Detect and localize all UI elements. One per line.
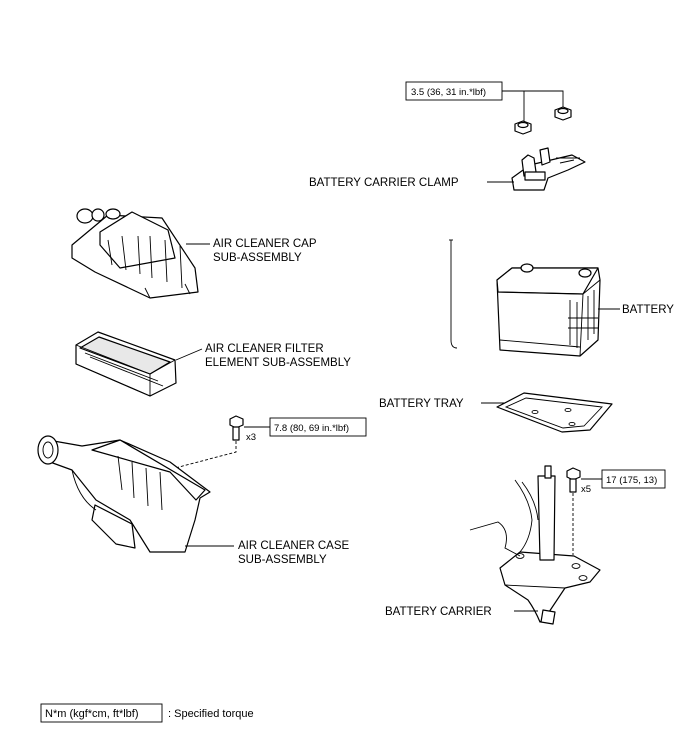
- air-cleaner-cap-label-line1: AIR CLEANER CAP: [213, 238, 317, 250]
- legend-unit-text: N*m (kgf*cm, ft*lbf): [45, 708, 139, 720]
- air-cleaner-case-part: [37, 435, 211, 553]
- carrier-bolt-quantity: x5: [581, 484, 591, 495]
- battery-part: [496, 263, 601, 357]
- torque-legend: N*m (kgf*cm, ft*lbf) : Specified torque: [40, 703, 254, 723]
- clamp-nut-icon: [554, 106, 572, 121]
- case-bolt-torque-callout: 7.8 (80, 69 in.*lbf): [244, 417, 367, 437]
- battery-label: BATTERY: [622, 304, 674, 316]
- battery-tray-label: BATTERY TRAY: [379, 398, 464, 410]
- clamp-nut-torque-text: 3.5 (36, 31 in.*lbf): [411, 87, 486, 98]
- clamp-nut-torque-callout: 3.5 (36, 31 in.*lbf): [405, 81, 564, 122]
- carrier-bolt-torque-text: 17 (175, 13): [606, 475, 657, 486]
- battery-carrier-part: [469, 465, 601, 625]
- air-cleaner-cap-part: [71, 208, 199, 299]
- air-cleaner-filter-part: [75, 331, 177, 397]
- air-cleaner-case-label-line2: SUB-ASSEMBLY: [238, 554, 327, 566]
- air-cleaner-case-label-line1: AIR CLEANER CASE: [238, 540, 350, 552]
- filter-label-line1: AIR CLEANER FILTER: [205, 343, 324, 355]
- carrier-bolt-icon: [566, 467, 581, 493]
- case-bolt-icon: [229, 415, 244, 441]
- battery-carrier-clamp-part: [511, 147, 586, 191]
- air-cleaner-cap-label-line2: SUB-ASSEMBLY: [213, 252, 302, 264]
- battery-hold-down-rod-part: [449, 239, 458, 349]
- case-bolt-torque-text: 7.8 (80, 69 in.*lbf): [274, 423, 349, 434]
- carrier-bolt-torque-callout: 17 (175, 13): [581, 469, 666, 489]
- battery-carrier-clamp-label: BATTERY CARRIER CLAMP: [309, 177, 459, 189]
- clamp-nut-icon: [514, 120, 532, 135]
- filter-label-line2: ELEMENT SUB-ASSEMBLY: [205, 357, 351, 369]
- battery-tray-part: [496, 392, 613, 433]
- legend-meaning-text: : Specified torque: [168, 708, 254, 720]
- battery-carrier-label: BATTERY CARRIER: [385, 606, 492, 618]
- case-bolt-quantity: x3: [246, 432, 256, 443]
